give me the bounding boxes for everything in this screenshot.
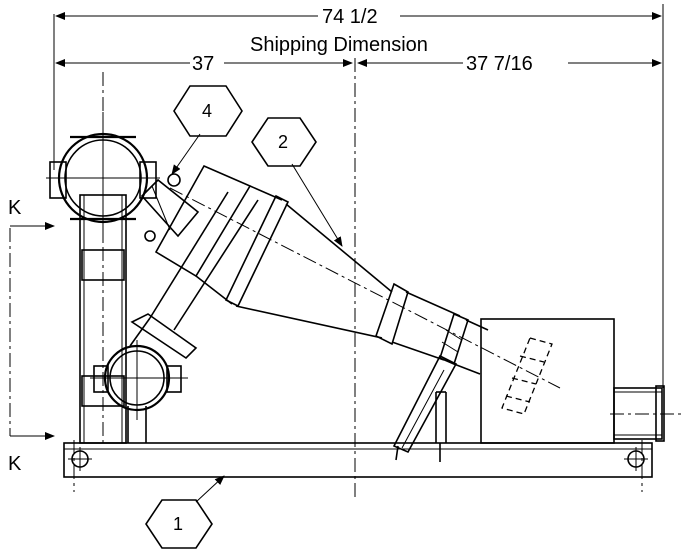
top-pipe-clamp xyxy=(46,112,160,240)
separator-body xyxy=(154,164,561,389)
shipping-dimension-caption: Shipping Dimension xyxy=(250,34,428,56)
left-dimension: 37 xyxy=(55,53,353,75)
overall-dimension: 74 1/2 xyxy=(53,4,664,388)
section-label-top: K xyxy=(8,197,22,219)
collection-box xyxy=(480,318,615,444)
support-leg xyxy=(392,354,458,462)
callout-2: 2 xyxy=(251,117,343,247)
callout-2-label: 2 xyxy=(278,132,288,152)
top-bracket xyxy=(140,173,200,242)
inclined-arm xyxy=(129,191,259,360)
overall-dimension-text: 74 1/2 xyxy=(322,6,378,28)
callout-4-label: 4 xyxy=(202,101,212,121)
section-label-bottom: K xyxy=(8,453,22,475)
section-marker-top: K xyxy=(8,197,55,230)
callout-1: 1 xyxy=(145,475,225,549)
base-frame xyxy=(63,440,653,492)
left-dimension-text: 37 xyxy=(192,53,214,75)
section-marker-bottom: K xyxy=(8,432,55,475)
right-dimension: 37 7/16 xyxy=(357,53,662,75)
right-dimension-text: 37 7/16 xyxy=(466,53,533,75)
callout-4: 4 xyxy=(171,85,243,175)
hidden-outlet xyxy=(501,337,553,415)
bottom-pipe-clamp xyxy=(90,340,188,443)
callout-1-label: 1 xyxy=(173,514,183,534)
discharge-pipe xyxy=(610,385,682,442)
